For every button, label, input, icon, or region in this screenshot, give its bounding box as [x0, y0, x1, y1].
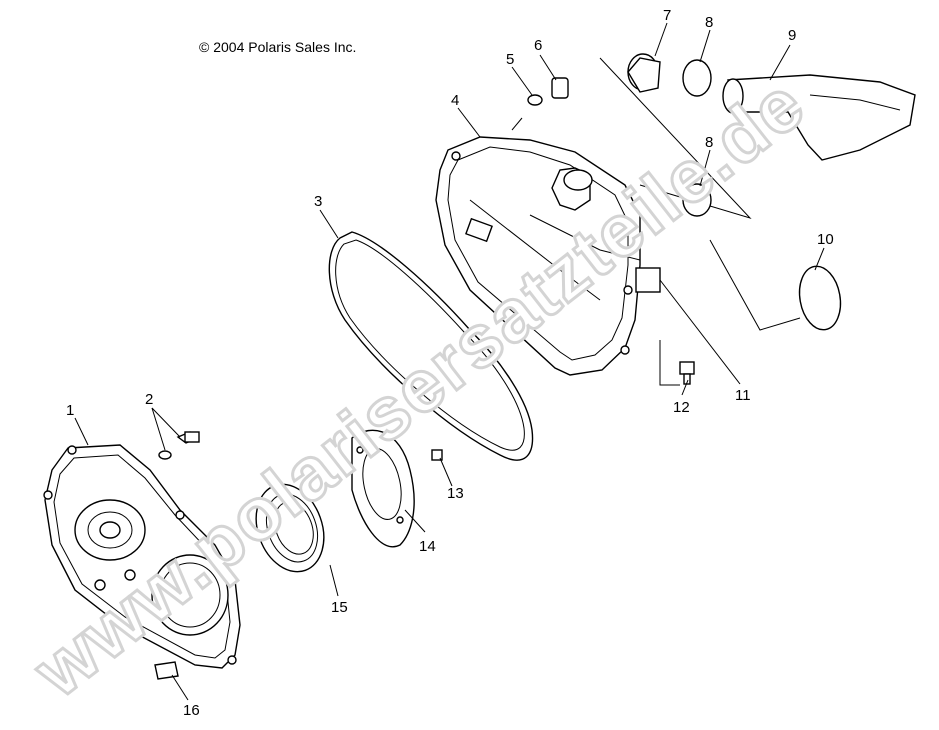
callout-3: 3 — [314, 193, 322, 210]
callout-6: 6 — [534, 37, 542, 54]
screw-13 — [431, 449, 443, 461]
callout-15: 15 — [331, 599, 348, 616]
callout-12: 12 — [673, 399, 690, 416]
cover-seal — [255, 483, 325, 573]
callout-7: 7 — [663, 7, 671, 24]
callout-16: 16 — [183, 702, 200, 719]
callout-1: 1 — [66, 402, 74, 419]
callout-13: 13 — [447, 485, 464, 502]
label-16 — [154, 661, 179, 680]
outer-clutch-cover — [43, 444, 241, 669]
ring-plate — [351, 429, 415, 548]
bolt-12 — [679, 361, 695, 385]
gasket-disc — [798, 265, 842, 331]
o-ring-5 — [527, 94, 543, 106]
copyright-text: © 2004 Polaris Sales Inc. — [199, 39, 356, 55]
watermark: www.polarisersatzteile.de — [18, 61, 820, 713]
drive-belt — [328, 231, 534, 461]
callout-14: 14 — [419, 538, 436, 555]
bolt-2 — [158, 431, 200, 460]
callout-labels: 1 2 3 4 5 6 7 8 8 9 10 11 12 13 14 15 16 — [66, 7, 834, 719]
callout-9: 9 — [788, 27, 796, 44]
callout-8-top: 8 — [705, 14, 713, 31]
inner-clutch-cover — [435, 136, 661, 376]
callout-5: 5 — [506, 51, 514, 68]
callout-2: 2 — [145, 391, 153, 408]
callout-11: 11 — [735, 387, 751, 404]
leader-lines — [74, 22, 825, 701]
callout-8-lower: 8 — [705, 134, 713, 151]
plug-6 — [551, 77, 569, 99]
duct-assembly — [599, 53, 916, 220]
callout-10: 10 — [817, 231, 834, 248]
callout-4: 4 — [451, 92, 459, 109]
